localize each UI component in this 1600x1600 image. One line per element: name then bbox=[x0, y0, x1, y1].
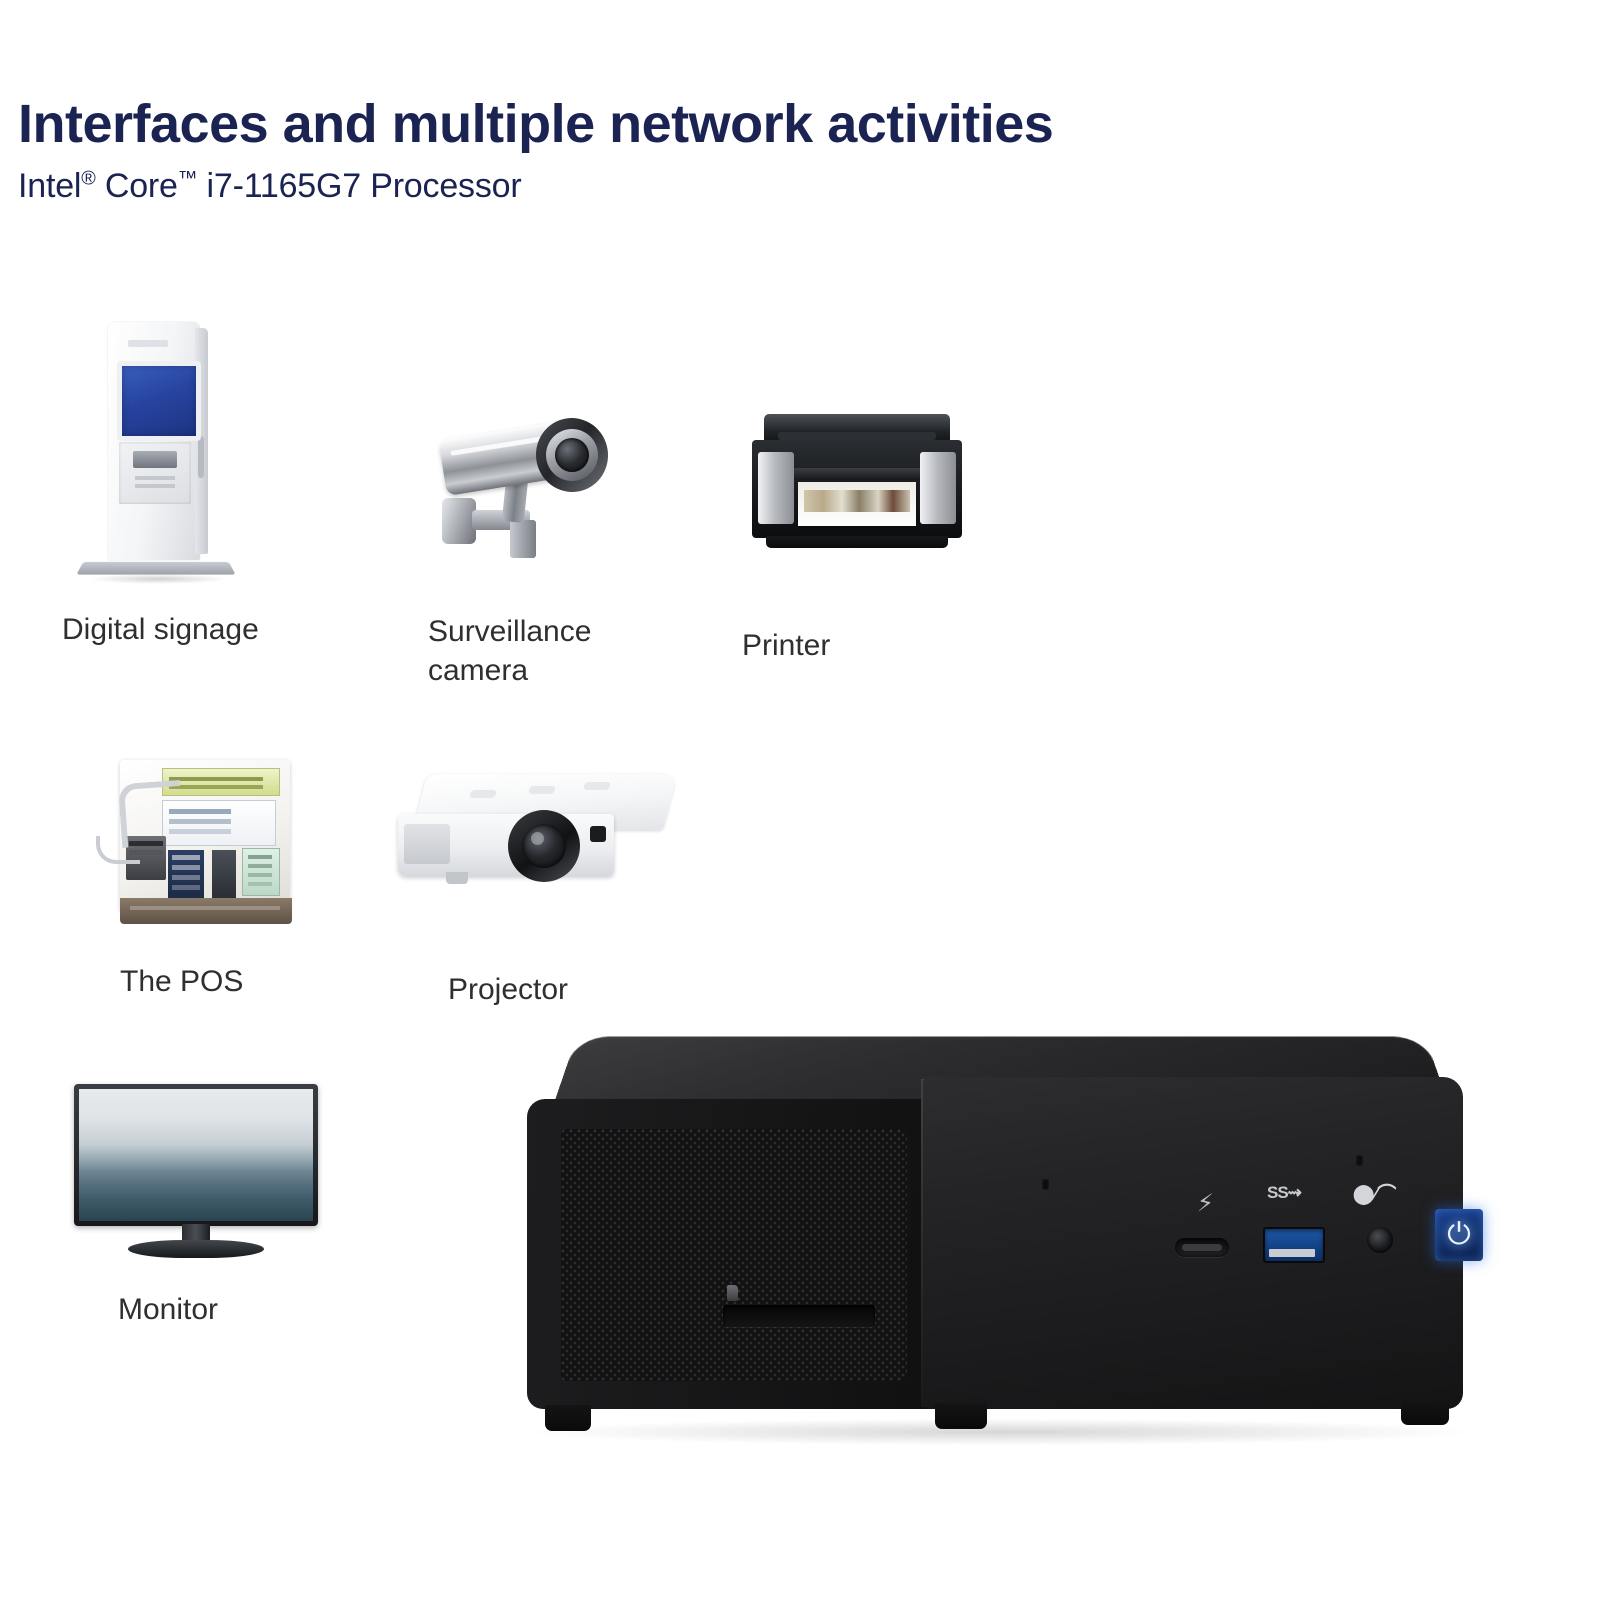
subtitle-model: i7-1165G7 Processor bbox=[197, 166, 522, 205]
page-subtitle: Intel® Core™ i7-1165G7 Processor bbox=[18, 167, 1053, 206]
port-usb-3[interactable] bbox=[1263, 1227, 1325, 1263]
printer-icon bbox=[742, 406, 972, 586]
device-projector: Projector bbox=[390, 768, 690, 1009]
device-label-surveillance-camera: Surveillance camera bbox=[428, 615, 592, 687]
subtitle-family: Core bbox=[95, 166, 178, 205]
usb-superspeed-icon: SS⇝ bbox=[1267, 1183, 1302, 1202]
pos-terminal-icon bbox=[92, 740, 322, 940]
projector-icon bbox=[390, 768, 690, 918]
power-icon: ⏻ bbox=[1447, 1217, 1471, 1252]
status-led-left-icon bbox=[1042, 1179, 1049, 1190]
headphone-mic-icon: ⬤⁄⌒ bbox=[1353, 1184, 1397, 1205]
device-label-digital-signage: Digital signage bbox=[62, 613, 259, 646]
nuc-side-panel bbox=[527, 1099, 939, 1409]
device-label-projector: Projector bbox=[448, 973, 569, 1006]
surveillance-camera-icon bbox=[428, 398, 648, 588]
device-pos: The POS bbox=[92, 740, 350, 1001]
header: Interfaces and multiple network activiti… bbox=[18, 94, 1054, 206]
subtitle-brand: Intel bbox=[18, 166, 82, 205]
trademark-mark-icon: ™ bbox=[177, 167, 198, 190]
device-label-printer: Printer bbox=[742, 629, 831, 662]
page-title: Interfaces and multiple network activiti… bbox=[18, 94, 1054, 154]
device-monitor: Monitor bbox=[66, 1078, 348, 1329]
vent-mesh-icon bbox=[561, 1129, 907, 1381]
power-button[interactable]: ⏻ bbox=[1435, 1209, 1483, 1261]
status-led-right-icon bbox=[1356, 1155, 1363, 1166]
port-thunderbolt-usb-c[interactable] bbox=[1175, 1238, 1229, 1257]
nuc-foot-rear-left bbox=[545, 1405, 591, 1431]
port-audio-combo[interactable] bbox=[1367, 1227, 1393, 1253]
device-digital-signage: Digital signage bbox=[62, 318, 322, 649]
thunderbolt-icon: ⚡ bbox=[1197, 1189, 1214, 1217]
digital-signage-icon bbox=[62, 318, 262, 588]
device-surveillance-camera: Surveillance camera bbox=[428, 398, 658, 690]
registered-mark-icon: ® bbox=[81, 167, 96, 190]
monitor-icon bbox=[66, 1078, 326, 1268]
nuc-foot-front-left bbox=[935, 1403, 987, 1429]
product-nuc-mini-pc: ⚡ SS⇝ ⬤⁄⌒ ⏻ bbox=[505, 995, 1515, 1500]
device-label-monitor: Monitor bbox=[118, 1293, 219, 1326]
nuc-foot-front-right bbox=[1401, 1401, 1449, 1425]
device-label-pos: The POS bbox=[120, 965, 244, 998]
sd-card-icon bbox=[727, 1285, 738, 1301]
device-printer: Printer bbox=[742, 406, 972, 665]
sd-card-slot[interactable] bbox=[723, 1305, 875, 1327]
nuc-drop-shadow bbox=[535, 1419, 1465, 1445]
